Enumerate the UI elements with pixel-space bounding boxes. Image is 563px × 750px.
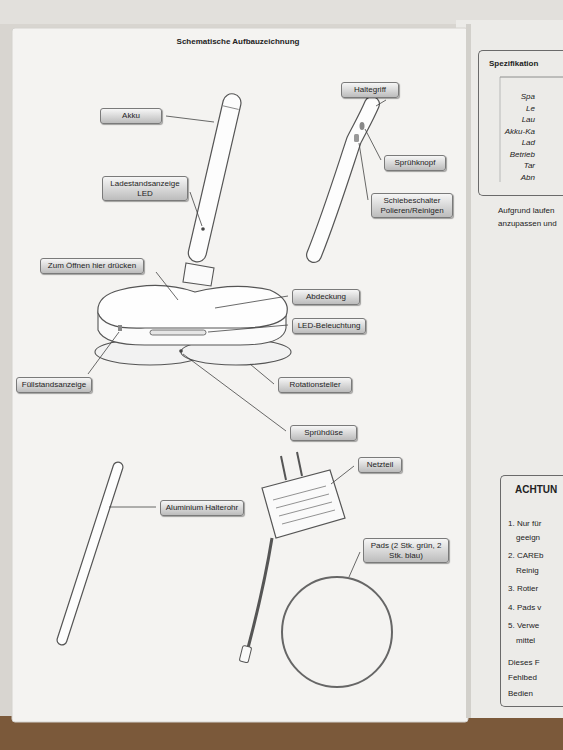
panel-text: Abn [521,173,535,183]
panel-text: Betrieb [510,150,535,160]
fill-indicator [118,325,122,331]
label-text: Füllstandsanzeige [21,380,87,390]
label-text: Abdeckung [297,292,355,302]
adapter-body [262,470,345,538]
label-text: Pads (2 Stk. grün, 2 Stk. blau) [368,541,444,560]
battery-body [187,92,243,264]
panel-text: Dieses F [508,658,540,668]
cover [98,285,287,328]
leader-line [156,272,178,300]
leader-line [359,143,368,200]
panel-text: 4. Pads v [508,603,541,613]
part-label: Zum Öffnen hier drücken [40,258,144,274]
handle-outline [314,104,372,255]
part-label: Akku [100,108,162,124]
panel-text: Lad [522,138,535,148]
note-text: Aufgrund laufen [498,206,555,216]
left-page [12,28,468,722]
label-text: Aluminium Halterohr [165,503,239,513]
leader-line [215,296,288,308]
leader-line [376,100,386,106]
panel-heading: ACHTUN [515,484,557,496]
label-text: Akku [105,111,157,121]
leader-line [250,364,274,384]
right-page [456,20,563,718]
part-label: Aluminium Halterohr [160,500,244,516]
battery [187,92,243,264]
panel-text: 3. Rotier [508,584,538,594]
battery-cap-line [223,106,239,110]
leader-line [331,466,354,484]
label-text: Ladestandsanzeige LED [107,179,183,198]
pad [282,577,392,687]
panel-text: 2. CAREb [508,551,544,561]
part-label: Netzteil [358,457,402,473]
gutter-shadow [466,24,471,718]
label-text: Zum Öffnen hier drücken [45,261,139,271]
panel-text: Reinig [516,566,539,576]
leader-line [349,552,360,577]
part-label: Rotationsteller [278,377,352,393]
panel-heading: Spezifikation [489,59,538,69]
table-rule [500,77,501,182]
part-label: Haltegriff [341,82,399,98]
part-label: Pads (2 Stk. grün, 2 Stk. blau) [363,538,449,563]
part-label: Füllstandsanzeige [16,377,92,393]
led-dot [201,227,205,231]
label-text: LED-Beleuchtung [297,321,361,331]
panel-text: Akku-Ka [505,127,535,137]
panel-text: geeign [516,533,540,543]
led-strip [150,330,206,335]
tube-outline [62,467,118,640]
label-text: Sprühdüse [295,428,352,438]
spray-button [360,122,365,130]
battery-socket [183,263,214,286]
label-text: Netzteil [363,460,397,470]
diagram-title: Schematische Aufbauzeichnung [118,37,358,46]
leader-lines [88,100,386,577]
leader-line [88,332,119,374]
leader-line [208,325,288,332]
adapter-vents [273,486,335,524]
panel-text: 1. Nur für [508,519,541,529]
panel-text: Tar [524,161,535,171]
plug-prong [297,452,302,476]
leader-line [190,192,202,226]
panel-text: Le [526,104,535,114]
part-label: Sprühknopf [384,155,446,171]
panel-text: Lau [522,115,535,125]
panel-text: Spa [521,92,535,102]
tube-body [62,467,118,640]
part-label: Sprühdüse [290,425,357,441]
warning-box: ACHTUN 1. Nur für geeign 2. CAREbReinig 3. R… [500,475,563,707]
plug-prong [281,456,286,480]
panel-text: 5. Verwe [508,621,539,631]
note-text: anzupassen und [498,219,557,229]
slide-switch [354,134,359,142]
leader-line [365,129,381,160]
label-text: Sprühknopf [389,158,441,168]
label-text: Schiebeschalter Polieren/Reinigen [376,196,448,215]
spray-nozzle [179,349,183,353]
dc-plug [239,645,252,663]
panel-text: Bedien [508,689,533,699]
cable [248,538,272,648]
leader-line [183,354,286,431]
spec-table: SpezifikationSpaLeLauAkku-KaLadBetriebTa… [478,50,563,196]
table-rule [500,77,563,78]
part-label: Schiebeschalter Polieren/Reinigen [371,193,453,218]
part-label: LED-Beleuchtung [292,318,366,334]
label-text: Haltegriff [346,85,394,95]
part-label: Ladestandsanzeige LED [102,176,188,201]
label-text: Rotationsteller [283,380,347,390]
leader-line [166,116,214,122]
handle-body [314,104,372,255]
panel-text: Fehlbed [508,673,537,683]
panel-text: mittel [516,636,535,646]
leader-line [109,507,156,508]
part-label: Abdeckung [292,289,360,305]
